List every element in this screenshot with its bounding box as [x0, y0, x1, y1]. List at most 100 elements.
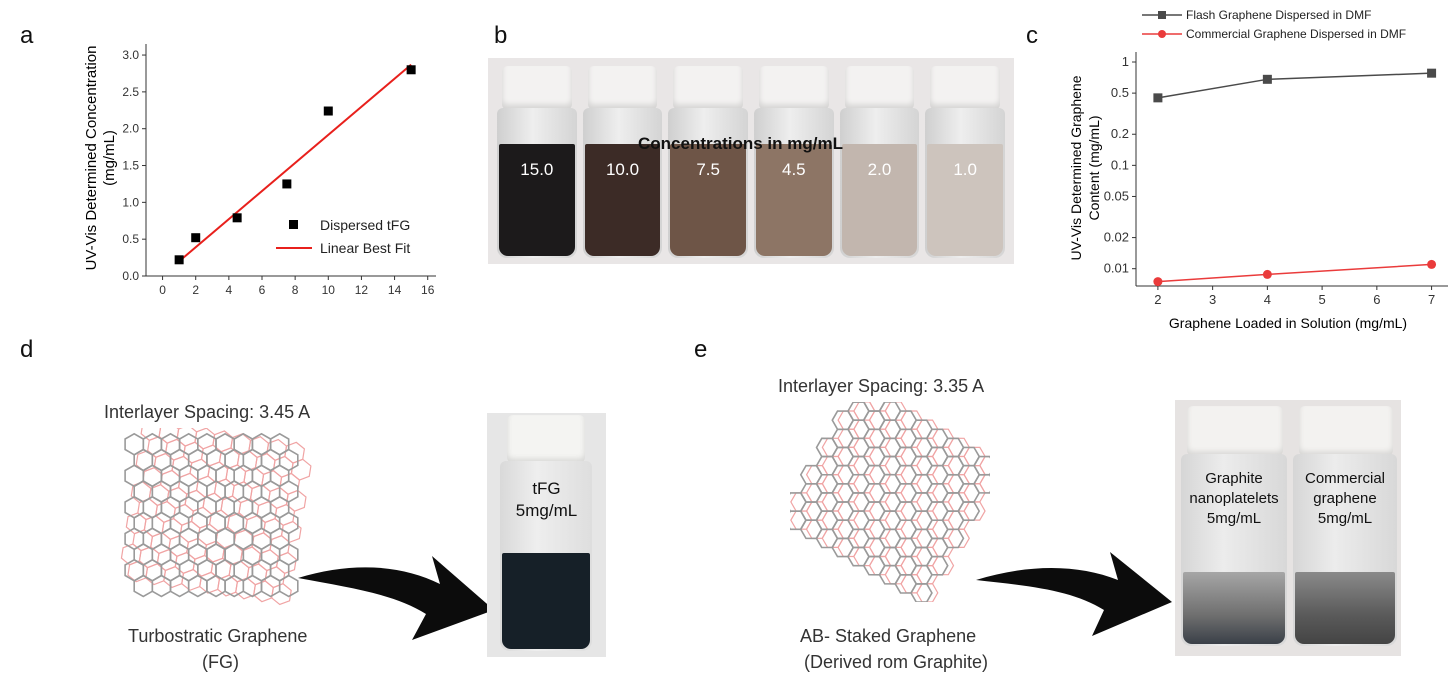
hexagon: [278, 574, 299, 598]
panel-letter-d: d: [20, 336, 34, 363]
y-axis-label-c: UV-Vis Determined Graphene: [1068, 75, 1084, 260]
vial-photo-d: tFG 5mg/mL: [487, 413, 606, 657]
vial-liquid: [927, 144, 1003, 256]
hexagon: [190, 506, 212, 529]
vial-liquid: [1295, 572, 1395, 644]
y-tick-label-a: 0.5: [122, 232, 139, 246]
legend-label-c: Flash Graphene Dispersed in DMF: [1186, 8, 1371, 22]
vial-label-e1-line1: Graphite: [1205, 470, 1263, 487]
legend-marker-c: [1158, 11, 1166, 19]
vial-liquid: [499, 144, 575, 256]
y-tick-label-a: 2.5: [122, 85, 139, 99]
caption-e-line2: (Derived rom Graphite): [804, 652, 989, 672]
x-tick-label-a: 16: [421, 283, 435, 297]
x-tick-label-a: 12: [355, 283, 369, 297]
data-point-c: [1427, 259, 1437, 269]
vial-liquid: [1183, 572, 1285, 644]
vial-liquid: [670, 144, 746, 256]
hexagon: [242, 574, 263, 598]
lattice-layer: [124, 432, 299, 598]
data-point-a: [174, 255, 184, 265]
x-tick-label-a: 2: [192, 283, 199, 297]
legend-marker-c: [1158, 30, 1166, 38]
y-tick-label-c: 0.5: [1111, 85, 1129, 100]
x-tick-label-a: 4: [226, 283, 233, 297]
legend-label-c: Commercial Graphene Dispersed in DMF: [1186, 27, 1406, 41]
x-tick-label-a: 8: [292, 283, 299, 297]
hexagon: [254, 452, 276, 476]
x-axis-label-c: Graphene Loaded in Solution (mg/mL): [1169, 315, 1407, 331]
vial-cap: [587, 66, 658, 110]
hexagon: [206, 574, 226, 598]
hexagon: [253, 580, 274, 603]
hexagon: [916, 583, 939, 602]
vial-cap: [1299, 406, 1393, 456]
vial-concentration-label: 4.5: [782, 160, 806, 179]
hexagon: [150, 532, 172, 555]
y-tick-label-a: 1.0: [122, 195, 139, 209]
y-tick-label-c: 1: [1122, 54, 1129, 69]
x-tick-label-a: 0: [159, 283, 166, 297]
arrow-right-icon: [976, 552, 1172, 636]
x-tick-label-a: 10: [322, 283, 336, 297]
x-tick-label-a: 6: [259, 283, 266, 297]
vial-cap: [507, 415, 585, 463]
vial-label-e2-line3: 5mg/mL: [1317, 510, 1373, 527]
hexagon: [246, 563, 268, 586]
hexagon: [192, 554, 214, 577]
y-axis-unit-a: (mg/mL): [101, 130, 118, 186]
vial-concentration-label: 1.0: [953, 160, 977, 179]
vial-concentration-label: 7.5: [696, 160, 720, 179]
vial-concentration-label: 10.0: [605, 160, 640, 179]
data-point-c: [1427, 68, 1437, 78]
vial-label-d-line1: tFG: [532, 479, 561, 498]
x-tick-label-c: 4: [1264, 292, 1271, 307]
vial-liquid: [584, 144, 661, 256]
vial-label-e1-line2: nanoplatelets: [1189, 490, 1279, 507]
y-tick-label-a: 2.0: [122, 122, 139, 136]
legend-label-a: Linear Best Fit: [320, 240, 410, 256]
hexagon: [910, 583, 933, 602]
vial-liquid: [841, 144, 918, 256]
y-tick-label-c: 0.2: [1111, 126, 1129, 141]
hexagon: [153, 452, 175, 475]
y-tick-label-a: 3.0: [122, 48, 139, 62]
panel-letter-c: c: [1026, 22, 1038, 49]
hexagon: [199, 571, 221, 594]
hexagon: [290, 458, 312, 481]
vial-concentration-label: 2.0: [867, 160, 892, 179]
x-tick-label-a: 14: [388, 283, 402, 297]
y-tick-label-c: 0.02: [1104, 230, 1129, 245]
hexagon: [202, 492, 224, 515]
hexagon: [164, 438, 186, 461]
vial-concentration-label: 15.0: [520, 160, 554, 179]
data-point-c: [1153, 93, 1163, 103]
data-point-c: [1262, 269, 1272, 279]
hexagon: [147, 435, 168, 458]
vial-cap: [673, 66, 743, 110]
y-tick-label-a: 1.5: [122, 159, 139, 173]
vial-liquid: [502, 553, 590, 649]
x-tick-label-c: 7: [1428, 292, 1435, 307]
vial-cap: [759, 66, 829, 110]
lattice-layer: [790, 402, 990, 602]
legend-label-a: Dispersed tFG: [320, 217, 410, 233]
panel-letter-e: e: [694, 336, 708, 363]
panel-letter-b: b: [494, 22, 508, 49]
lattice-layer: [120, 428, 312, 606]
series-line-c: [1157, 72, 1432, 99]
vial-label-e1-line3: 5mg/mL: [1206, 510, 1262, 527]
data-point-c: [1262, 74, 1272, 84]
legend-marker-a: [289, 220, 298, 229]
hexagon: [187, 574, 208, 598]
hexagon: [200, 444, 222, 467]
vial-label-e2-line2: graphene: [1313, 490, 1377, 507]
caption-d-line2: (FG): [202, 652, 239, 672]
y-tick-label-a: 0.0: [122, 269, 139, 283]
interlayer-spacing-d: Interlayer Spacing: 3.45 A: [104, 402, 311, 422]
hexagon: [155, 500, 176, 524]
y-axis-unit-c: Content (mg/mL): [1086, 115, 1102, 220]
vial-label-e2-line1: Commercial: [1304, 470, 1385, 487]
x-tick-label-c: 2: [1154, 292, 1161, 307]
